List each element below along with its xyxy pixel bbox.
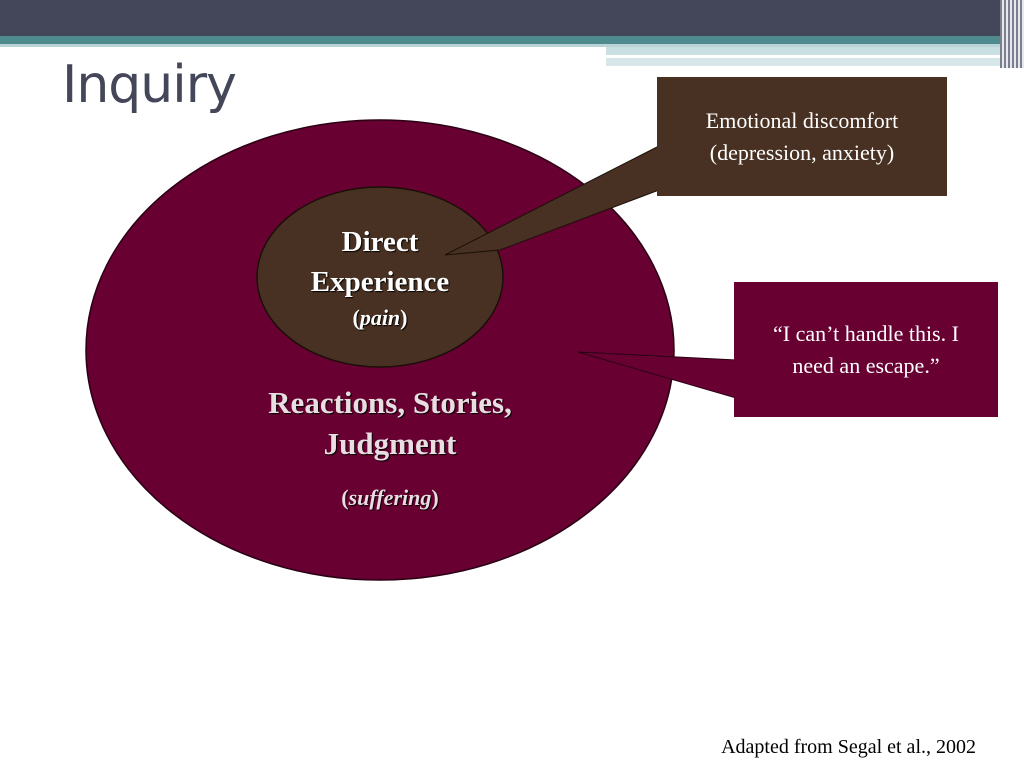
- header-accent-stripe-light: [0, 44, 1000, 47]
- pain-word: pain: [359, 305, 401, 330]
- callout-emotional-discomfort: Emotional discomfort (depression, anxiet…: [657, 77, 947, 196]
- suffering-label: (suffering): [200, 482, 580, 514]
- paren-close: ): [400, 305, 408, 330]
- outer-line1: Reactions, Stories,: [268, 385, 512, 420]
- callout-right-line1: “I can’t handle this. I: [773, 321, 959, 346]
- header-accent-tab: [606, 47, 1000, 55]
- callout-right-line2: need an escape.”: [792, 353, 940, 378]
- reactions-label: Reactions, Stories, Judgment: [200, 382, 580, 464]
- callout-top-line2: (depression, anxiety): [709, 140, 895, 165]
- header-accent-tab-lower: [606, 58, 1000, 66]
- inner-line1: Direct: [341, 226, 419, 258]
- paren-close: ): [431, 485, 439, 510]
- inner-circle-pain: [256, 186, 504, 368]
- header-bar: [0, 0, 1024, 36]
- inner-line2: Experience: [310, 266, 450, 298]
- citation: Adapted from Segal et al., 2002: [721, 736, 976, 758]
- pain-label: (pain): [258, 302, 502, 334]
- suffering-word: suffering: [348, 485, 432, 510]
- paren-open: (: [352, 305, 360, 330]
- direct-experience-label: Direct Experience (pain): [258, 222, 502, 334]
- callout-top-line1: Emotional discomfort: [705, 108, 899, 133]
- outer-line2: Judgment: [323, 426, 457, 461]
- callout-escape-thought: “I can’t handle this. I need an escape.”: [734, 282, 998, 417]
- slide-title: Inquiry: [62, 55, 237, 115]
- paren-open: (: [341, 485, 349, 510]
- header-accent-stripe: [0, 36, 1000, 44]
- corner-stripes: [1000, 0, 1024, 68]
